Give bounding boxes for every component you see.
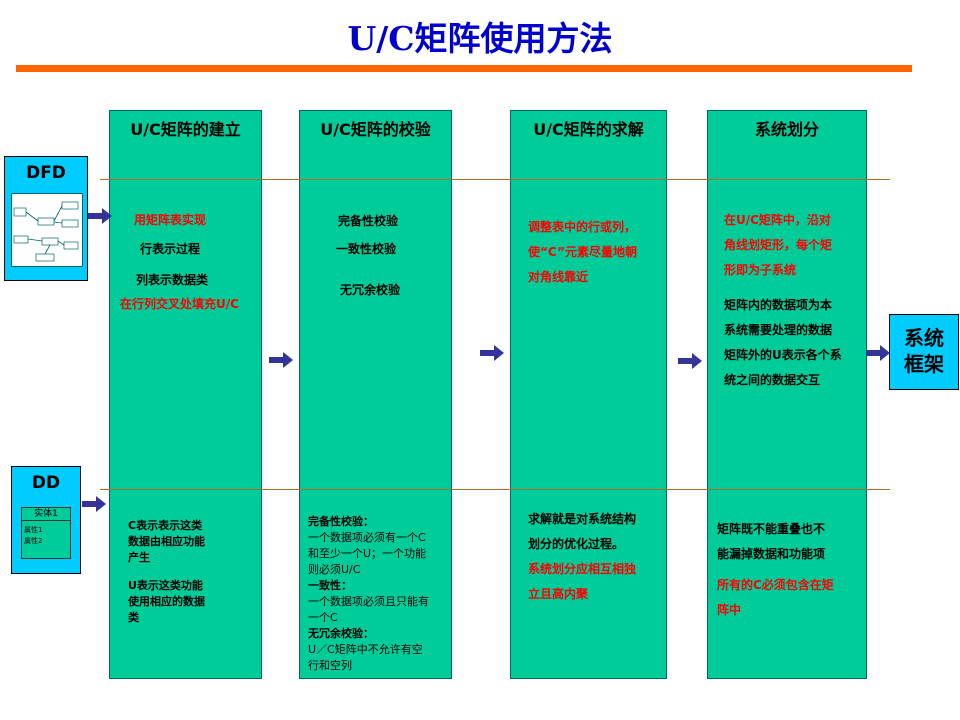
upper-divider-line xyxy=(100,179,890,180)
solve-note-line: 立且高内聚 xyxy=(528,587,589,601)
solve-note-line: 划分的优化过程。 xyxy=(528,537,625,551)
verify-note-line: 行和空列 xyxy=(308,659,352,672)
lower-divider-line xyxy=(100,489,890,490)
solve-note-line: 求解就是对系统结构 xyxy=(528,512,637,526)
arrow-right-icon xyxy=(88,208,112,224)
verify-note-line: U／C矩阵中不允许有空 xyxy=(308,643,423,656)
solve-note-line: 系统划分应相互相独 xyxy=(528,562,637,576)
verify-notes: 完备性校验： 一个数据项必须有一个C 和至少一个U；一个功能 则必须U/C 一致… xyxy=(308,514,453,674)
build-note-line: 数据由相应功能 xyxy=(128,535,205,548)
verify-note-heading: 无冗余校验： xyxy=(308,627,374,640)
dfd-diagram xyxy=(11,193,83,267)
partition-line: 角线划矩形，每个矩 xyxy=(724,238,833,252)
partition-note-line: 能漏掉数据和功能项 xyxy=(717,547,826,561)
arrow-right-icon xyxy=(678,353,702,369)
build-note-line: 产生 xyxy=(128,551,150,564)
system-framework-label: 系统 框架 xyxy=(890,325,958,377)
arrow-right-icon xyxy=(269,352,293,368)
partition-line: 形即为子系统 xyxy=(724,263,797,277)
dfd-box: DFD xyxy=(4,156,88,281)
verify-note-line: 一个C xyxy=(308,611,338,624)
system-framework-line: 框架 xyxy=(904,352,944,376)
build-note-line: U表示这类功能 xyxy=(128,579,203,592)
build-notes: C表示表示这类 数据由相应功能 产生 U表示这类功能 使用相应的数据 类 xyxy=(128,518,248,626)
title-divider xyxy=(16,65,912,72)
column-partition-heading: 系统划分 xyxy=(754,120,819,139)
solve-line: 对角线靠近 xyxy=(528,270,589,284)
column-solve-heading: U/C矩阵的求解 xyxy=(533,120,644,139)
verify-item: 完备性校验 xyxy=(338,214,399,228)
build-note-line: C表示表示这类 xyxy=(128,519,203,532)
dd-label: DD xyxy=(31,473,61,493)
dd-box: DD 实体1 属性1 属性2 xyxy=(11,466,81,574)
column-verify-heading: U/C矩阵的校验 xyxy=(320,120,431,139)
dfd-flow-graphic xyxy=(13,201,79,262)
partition-line: 矩阵外的U表示各个系 xyxy=(724,348,842,362)
partition-line: 统之间的数据交互 xyxy=(724,373,821,387)
dd-entity-card: 实体1 属性1 属性2 xyxy=(21,507,71,559)
build-item: 行表示过程 xyxy=(140,242,201,256)
verify-note-line: 和至少一个U；一个功能 xyxy=(308,547,427,560)
verify-note-line: 一个数据项必须且只能有 xyxy=(308,595,429,608)
page-title: U/C矩阵使用方法 xyxy=(347,19,613,58)
arrow-right-icon xyxy=(866,345,890,361)
solve-notes: 求解就是对系统结构 划分的优化过程。 系统划分应相互相独 立且高内聚 xyxy=(528,507,663,607)
column-solve xyxy=(510,110,667,679)
build-item: 用矩阵表实现 xyxy=(134,213,207,227)
verify-note-heading: 一致性： xyxy=(308,579,352,592)
dd-entity-attr: 属性1 xyxy=(24,526,43,534)
build-note-line: 使用相应的数据 xyxy=(128,595,205,608)
verify-note-line: 则必须U/C xyxy=(308,563,361,576)
verify-item: 无冗余校验 xyxy=(340,283,401,297)
verify-note-line: 一个数据项必须有一个C xyxy=(308,531,426,544)
column-build xyxy=(109,110,262,679)
partition-note-line: 矩阵既不能重叠也不 xyxy=(717,522,826,536)
system-framework-line: 系统 xyxy=(904,326,944,350)
column-verify xyxy=(299,110,452,679)
verify-note-heading: 完备性校验： xyxy=(308,515,374,528)
arrow-right-icon xyxy=(82,496,106,512)
partition-line: 矩阵内的数据项为本 xyxy=(724,298,833,312)
build-note-line: 类 xyxy=(128,611,139,624)
column-build-heading: U/C矩阵的建立 xyxy=(130,120,241,139)
column-partition xyxy=(707,110,867,679)
solve-text: 调整表中的行或列， 使“C”元素尽量地朝 对角线靠近 xyxy=(528,215,663,290)
partition-line: 系统需要处理的数据 xyxy=(724,323,833,337)
solve-line: 调整表中的行或列， xyxy=(528,220,637,234)
partition-text: 在U/C矩阵中，沿对 角线划矩形，每个矩 形即为子系统 矩阵内的数据项为本 系统… xyxy=(724,208,864,393)
partition-notes: 矩阵既不能重叠也不 能漏掉数据和功能项 所有的C必须包含在矩 阵中 xyxy=(717,517,862,623)
build-item: 在行列交叉处填充U/C xyxy=(120,297,239,311)
partition-note-line: 阵中 xyxy=(717,603,742,617)
arrow-right-icon xyxy=(480,345,504,361)
partition-note-line: 所有的C必须包含在矩 xyxy=(717,578,834,592)
system-framework-box: 系统 框架 xyxy=(889,314,959,390)
partition-line: 在U/C矩阵中，沿对 xyxy=(724,213,831,227)
verify-item: 一致性校验 xyxy=(336,242,397,256)
dfd-label: DFD xyxy=(26,163,66,183)
solve-line: 使“C”元素尽量地朝 xyxy=(528,245,638,259)
build-item: 列表示数据类 xyxy=(136,273,209,287)
dd-entity-attr: 属性2 xyxy=(24,537,43,545)
dd-entity-title: 实体1 xyxy=(22,508,70,521)
